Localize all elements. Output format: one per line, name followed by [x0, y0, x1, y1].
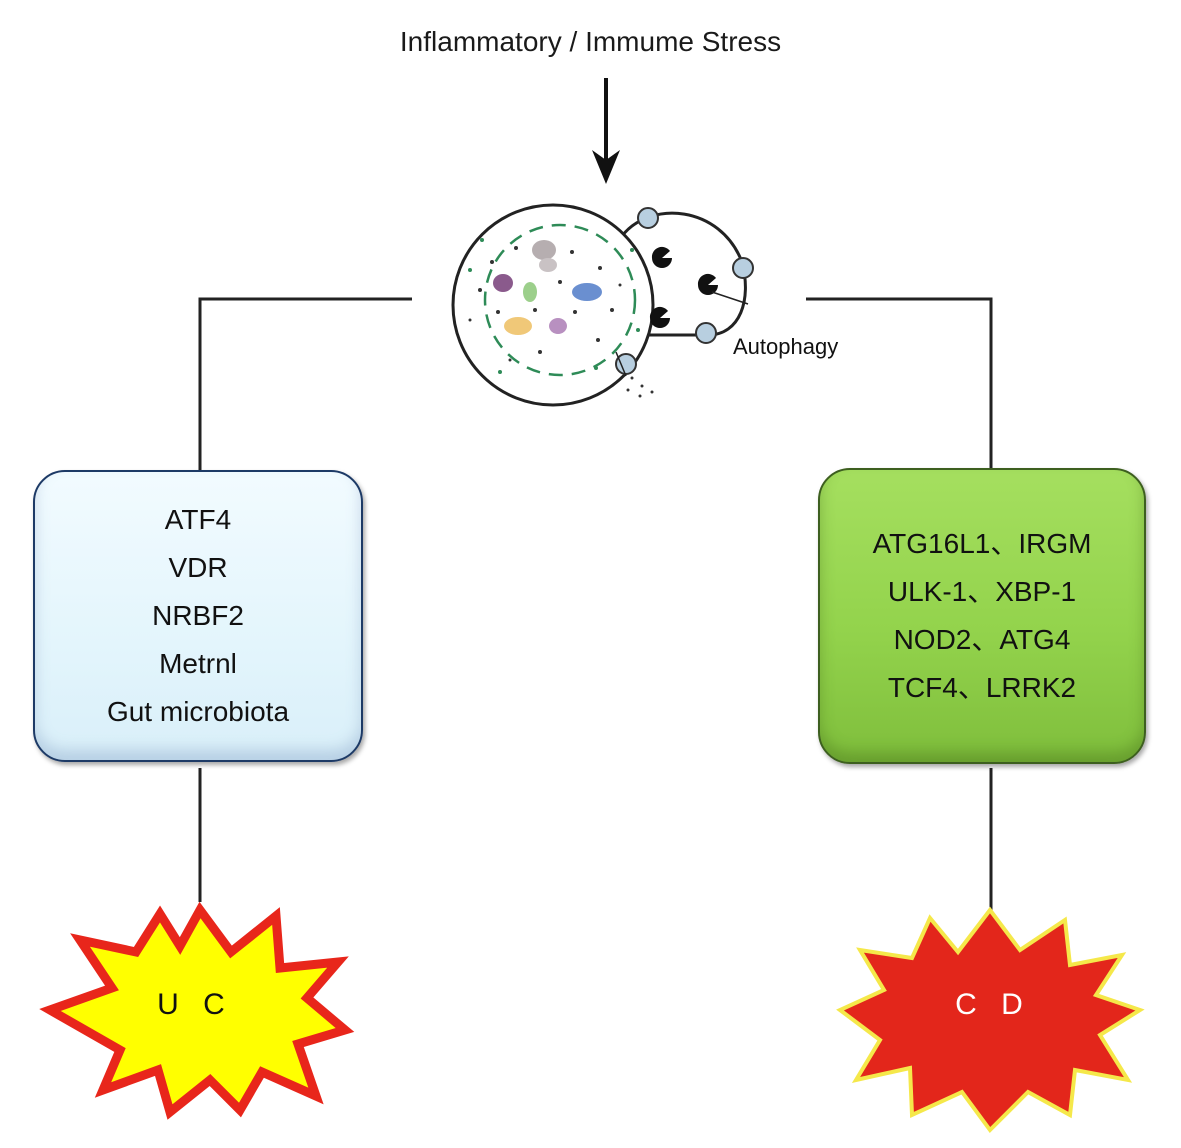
- uc-factor-item: VDR: [168, 552, 228, 583]
- uc-factor-item: Metrnl: [159, 648, 237, 679]
- uc-factors-box: ATF4 VDR NRBF2 Metrnl Gut microbiota: [33, 470, 363, 762]
- uc-factor-item: ATF4: [164, 504, 232, 535]
- uc-label: U C: [157, 988, 233, 1021]
- cd-label: C D: [955, 988, 1031, 1021]
- cd-factors-box: ATG16L1、IRGM ULK-1、XBP-1 NOD2、ATG4 TCF4、…: [818, 468, 1146, 764]
- stress-title: Inflammatory / Immume Stress: [399, 26, 782, 57]
- stress-arrow: [592, 78, 620, 184]
- cd-factor-item: TCF4、LRRK2: [887, 672, 1077, 703]
- cd-factor-item: NOD2、ATG4: [893, 624, 1071, 655]
- uc-factor-item: Gut microbiota: [106, 696, 290, 727]
- cd-burst-shape: [836, 906, 1145, 1134]
- connector-lines: [198, 297, 993, 910]
- uc-burst-shape: [39, 901, 355, 1120]
- cd-factor-item: ULK-1、XBP-1: [887, 576, 1077, 607]
- autophagy-label: Autophagy: [733, 334, 839, 359]
- right-connector: [806, 297, 993, 468]
- uc-factor-item: NRBF2: [152, 600, 244, 631]
- cd-factor-item: ATG16L1、IRGM: [872, 528, 1092, 559]
- left-connector: [198, 297, 412, 470]
- autophagy-cell-illustration: [451, 203, 754, 407]
